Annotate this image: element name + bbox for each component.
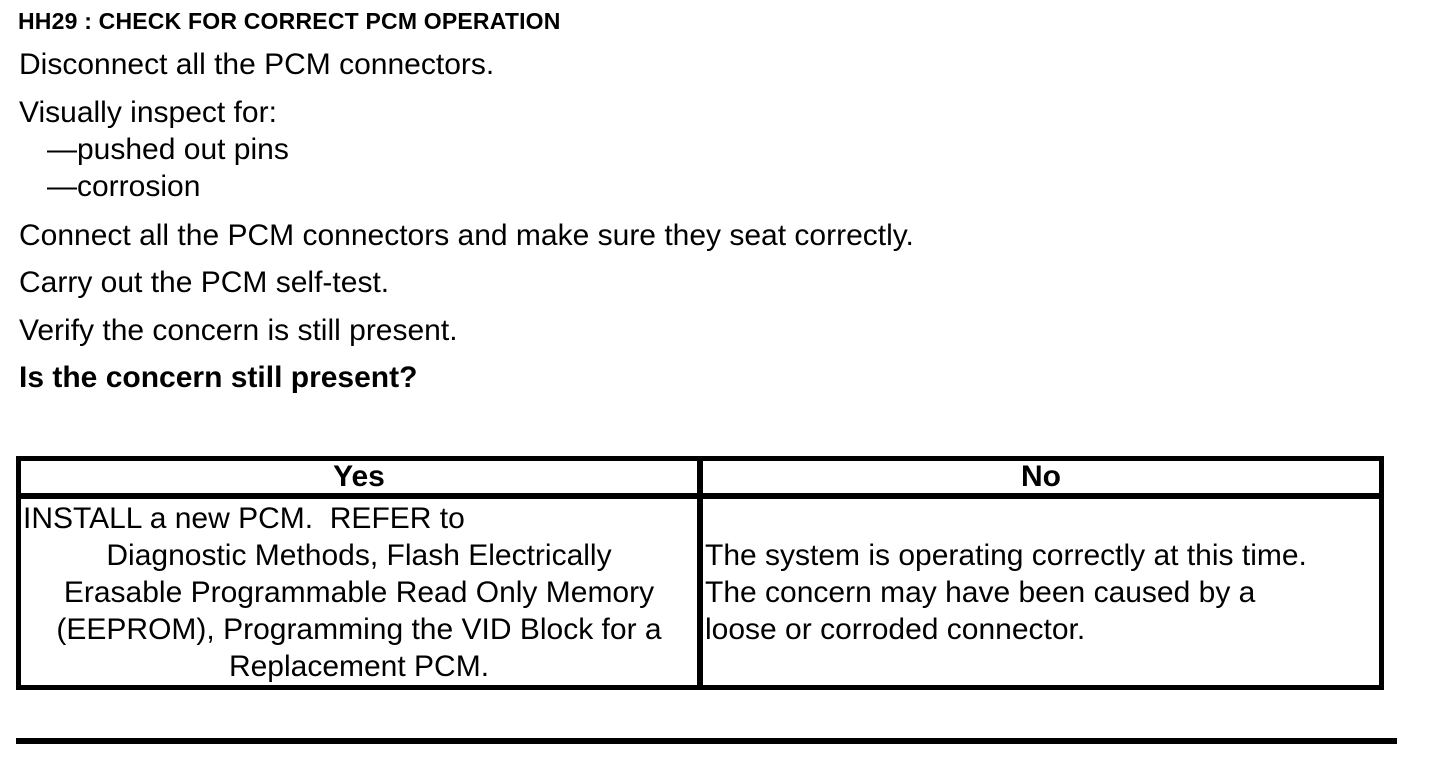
instruction-connect: Connect all the PCM connectors and make … bbox=[19, 219, 914, 252]
result-line: Replacement PCM. bbox=[228, 650, 490, 683]
result-line: Diagnostic Methods, Flash Electrically bbox=[106, 539, 612, 572]
list-item-pushed-pins: —pushed out pins bbox=[47, 133, 289, 166]
yes-column-header: Yes bbox=[333, 460, 385, 493]
horizontal-rule bbox=[16, 738, 1397, 744]
result-line: The concern may have been caused by a bbox=[705, 575, 1256, 609]
list-item-corrosion: —corrosion bbox=[47, 170, 201, 203]
instruction-inspect: Visually inspect for: bbox=[19, 96, 277, 129]
result-line: Erasable Programmable Read Only Memory bbox=[63, 576, 655, 609]
result-line: loose or corroded connector. bbox=[705, 612, 1086, 646]
test-step-heading: HH29 : CHECK FOR CORRECT PCM OPERATION bbox=[18, 8, 561, 34]
instruction-verify: Verify the concern is still present. bbox=[19, 314, 458, 347]
yes-result-cell: INSTALL a new PCM. REFER to Diagnostic M… bbox=[21, 499, 697, 685]
no-result-cell: The system is operating correctly at thi… bbox=[697, 499, 1379, 685]
instruction-disconnect: Disconnect all the PCM connectors. bbox=[19, 48, 495, 81]
no-column-header: No bbox=[697, 461, 1379, 493]
result-line: The system is operating correctly at thi… bbox=[705, 538, 1307, 572]
result-line: (EEPROM), Programming the VID Block for … bbox=[56, 613, 662, 646]
instruction-self-test: Carry out the PCM self-test. bbox=[19, 266, 390, 299]
question-prompt: Is the concern still present? bbox=[19, 361, 418, 394]
decision-table-body-row: INSTALL a new PCM. REFER to Diagnostic M… bbox=[21, 499, 1379, 685]
decision-table-header-row: Yes No bbox=[21, 461, 1379, 499]
result-line: INSTALL a new PCM. REFER to bbox=[23, 502, 465, 535]
decision-table: Yes No INSTALL a new PCM. REFER to Diagn… bbox=[16, 456, 1384, 690]
